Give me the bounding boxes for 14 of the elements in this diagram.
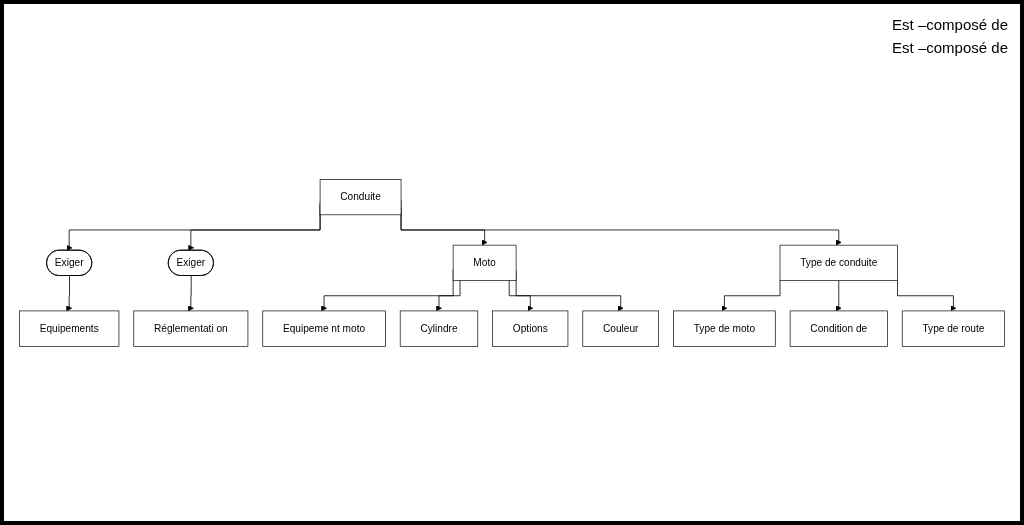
node-box: Equipeme nt moto [262, 310, 386, 347]
node-box: Réglementati on [133, 310, 249, 347]
node-box: Type de moto [673, 310, 776, 347]
node-box: Moto [452, 244, 517, 281]
node-box: Options [492, 310, 569, 347]
node-box: Equipements [19, 310, 120, 347]
node-box: Type de route [901, 310, 1005, 347]
node-box: Cylindre [399, 310, 479, 347]
annotation-text: Est –composé de [892, 16, 1008, 33]
node-box: Conduite [319, 178, 402, 215]
annotation-text: Est –composé de [892, 39, 1008, 56]
node-box: Type de conduite [779, 244, 898, 281]
node-box: Couleur [582, 310, 659, 347]
node-box: Condition de [789, 310, 888, 347]
